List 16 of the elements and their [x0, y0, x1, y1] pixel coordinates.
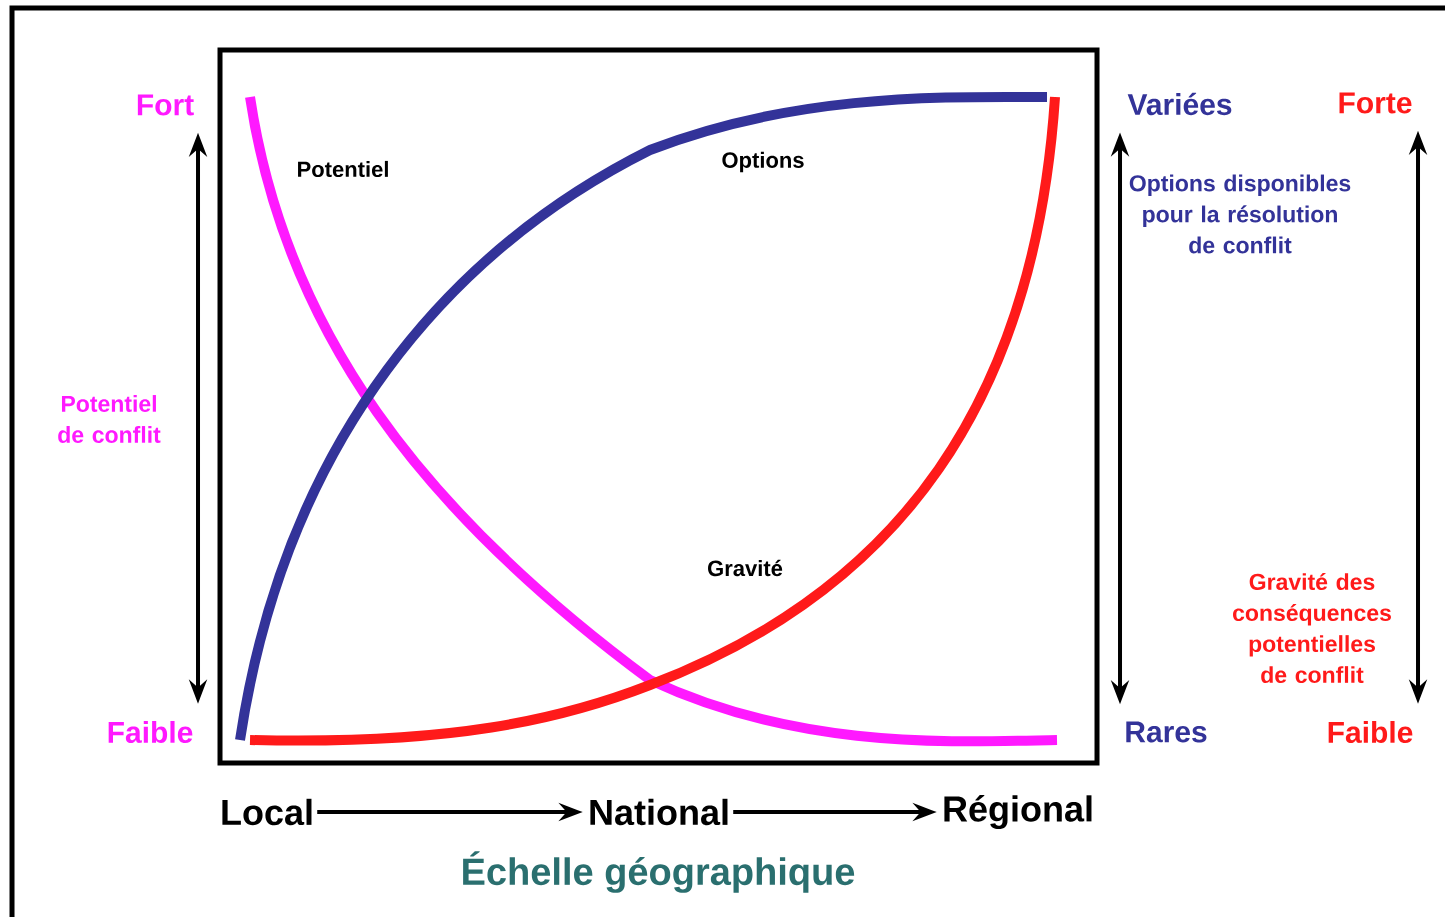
axis-description: Gravité des conséquences potentielles de conflit [1233, 572, 1391, 684]
scale-label: Local [222, 798, 312, 826]
scale-label: Faible [108, 721, 193, 743]
axis-description: Options disponibles pour la résolution de conflit [1129, 174, 1351, 254]
scale-label: National [590, 798, 728, 826]
scale-label: Fort [137, 94, 194, 116]
scale-label: Variées [1127, 92, 1232, 116]
scale-label: Forte [1339, 92, 1412, 114]
scale-label: Faible [1328, 721, 1413, 743]
scale-label: Rares [1126, 721, 1207, 743]
axis-title: Échelle géographique [463, 851, 855, 893]
scale-label: Régional [944, 795, 1092, 829]
curve-label: Gravité [708, 559, 783, 577]
curve-label: Potentiel [298, 160, 388, 178]
curve-label: Options [722, 151, 804, 173]
axis-description: Potentiel de conflit [58, 395, 161, 443]
